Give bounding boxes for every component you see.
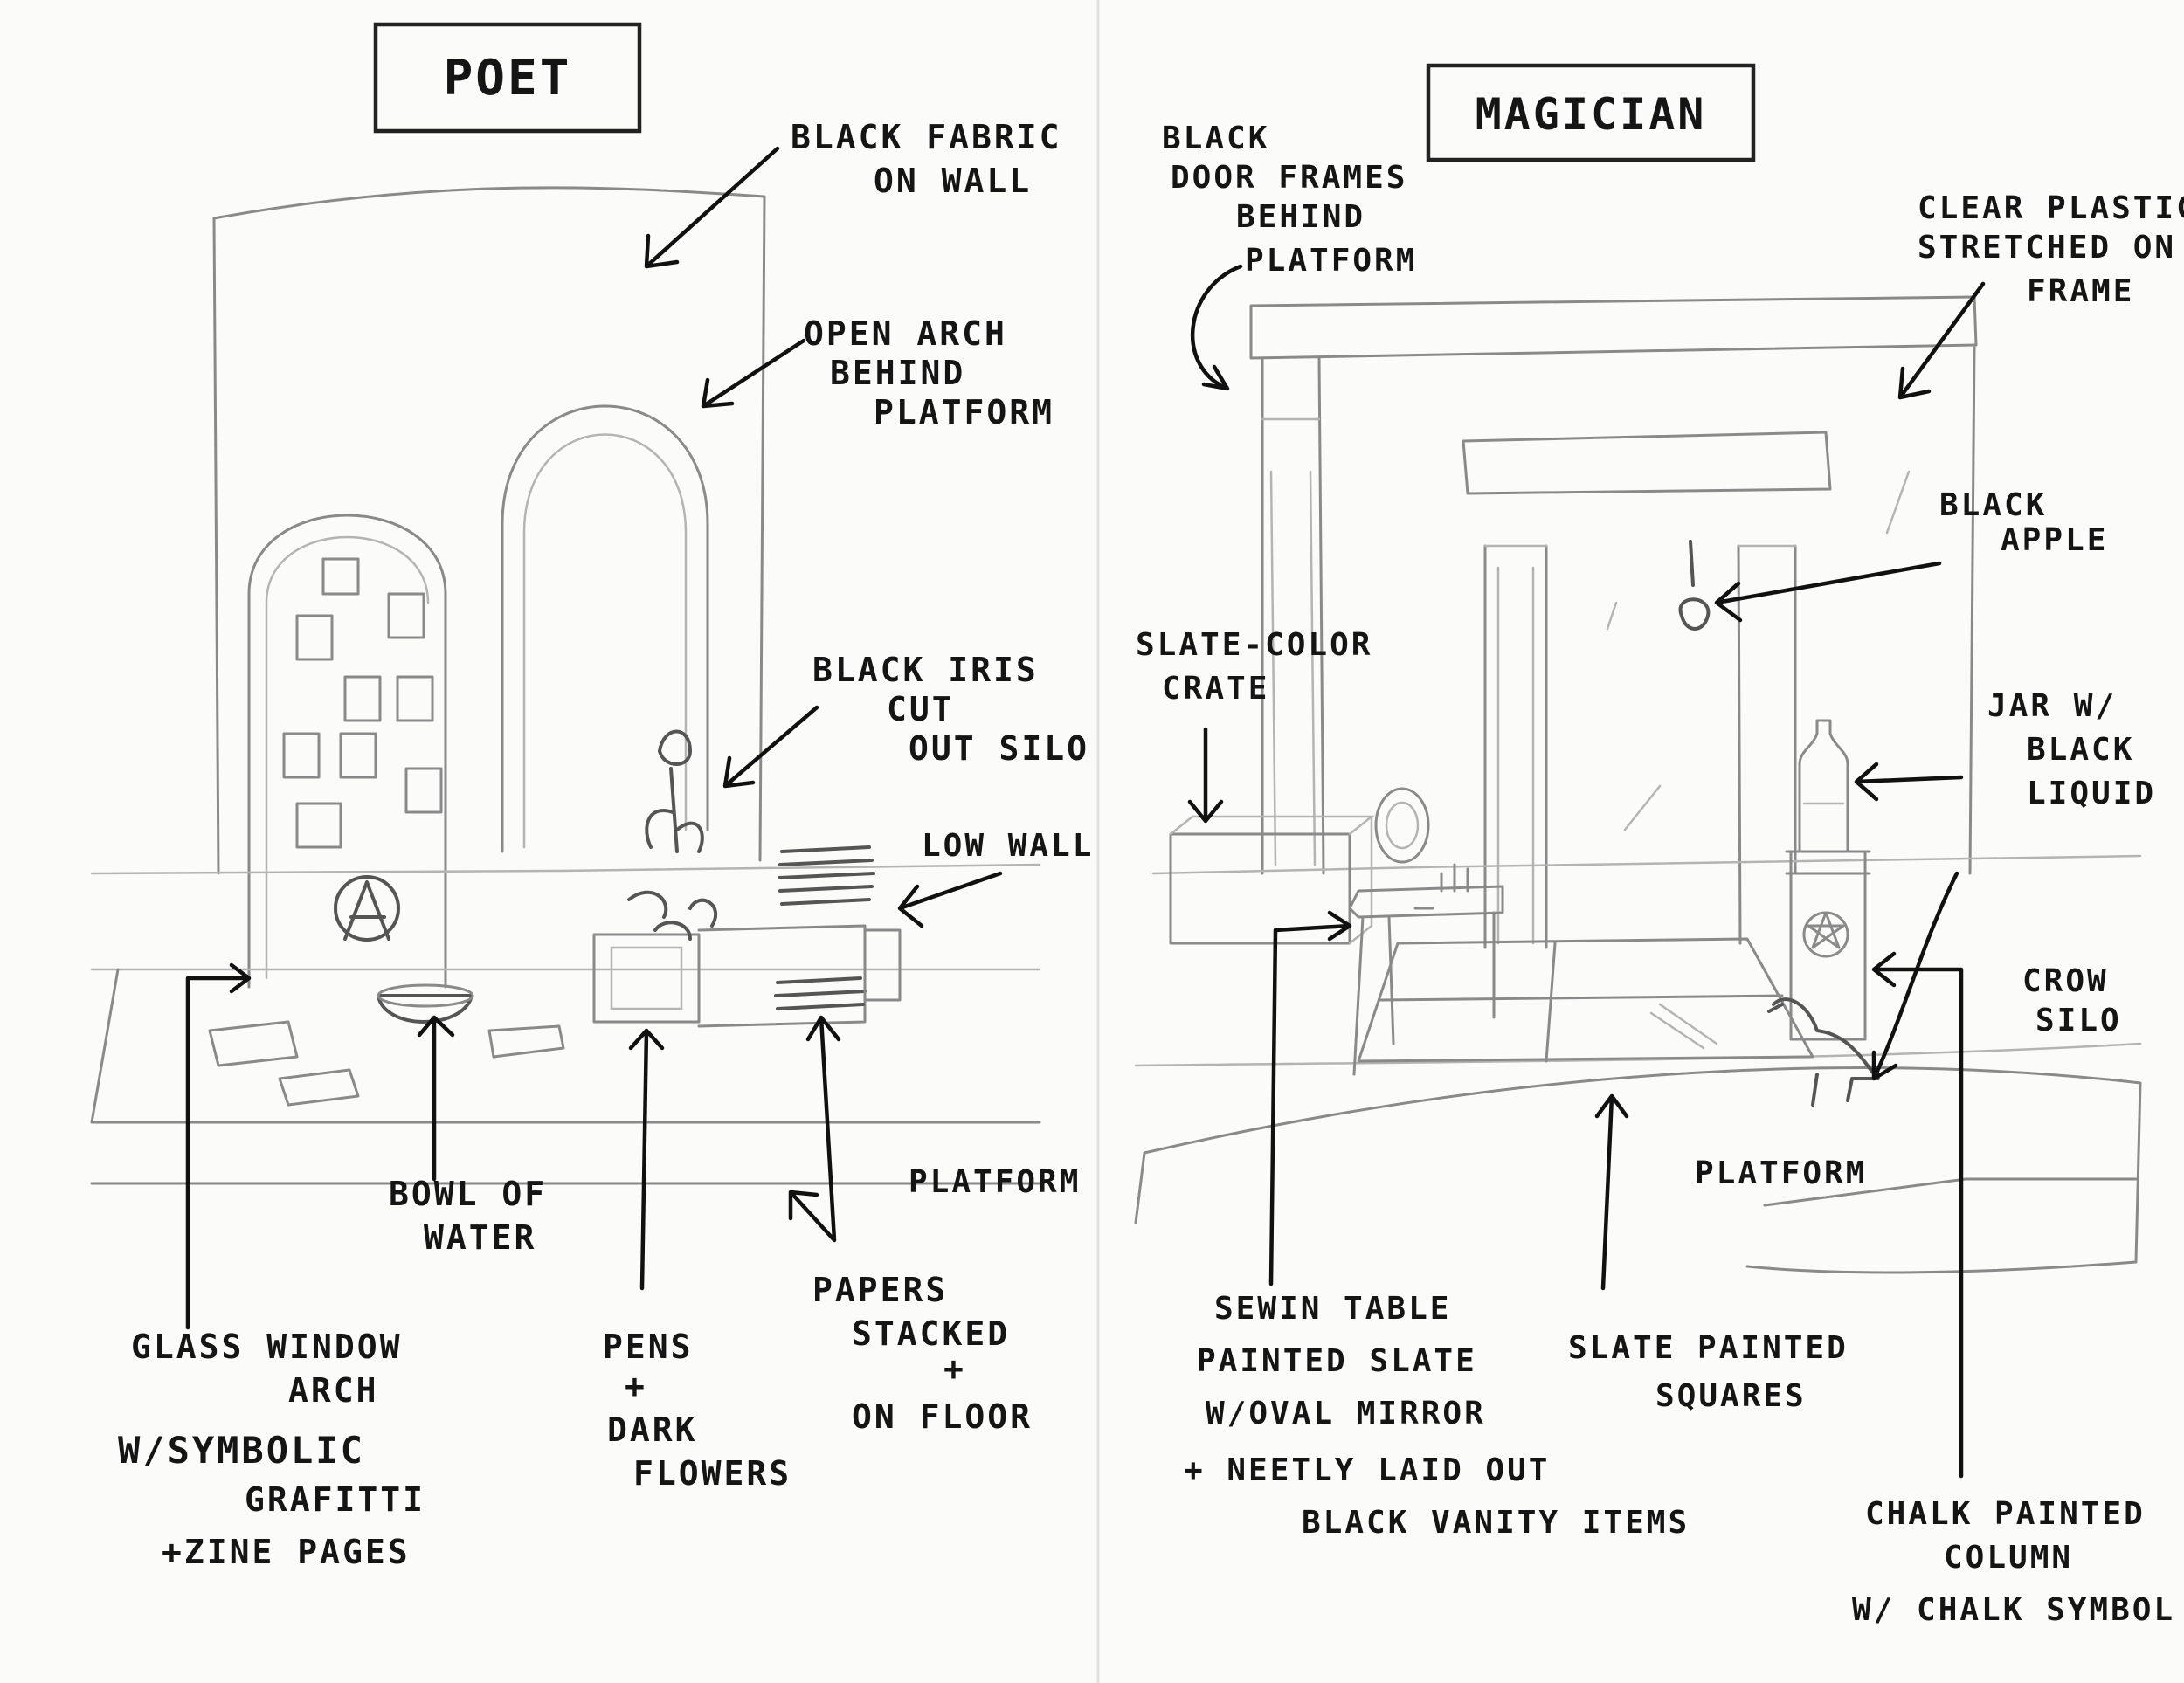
poet-crate [592, 933, 701, 1024]
poet-back-wall [212, 186, 766, 875]
magician-crow [1767, 997, 1880, 1107]
label-low-wall: LOW WALL [922, 828, 1094, 864]
magician-title: MAGICIAN [1476, 89, 1707, 140]
magician-slate-squares [1357, 937, 1814, 1063]
magician-black-apple [1678, 540, 1711, 631]
poet-low-wall [90, 863, 1041, 875]
label-open-arch: OPEN ARCH BEHIND PLATFORM [804, 314, 1054, 431]
label-slate-squares: SLATE PAINTED SQUARES [1568, 1330, 1870, 1414]
magician-sketch [1134, 295, 2142, 1274]
label-clear-plastic: CLEAR PLASTIC STRETCHED ON FRAME [1918, 190, 2184, 309]
label-door-frames: BLACK DOOR FRAMES BEHIND PLATFORM [1162, 121, 1429, 279]
magician-labels: BLACK DOOR FRAMES BEHIND PLATFORM CLEAR … [1136, 121, 2184, 1628]
label-slate-crate: SLATE-COLOR CRATE [1136, 627, 1394, 707]
poet-title-box [373, 22, 642, 134]
annotation-arrows [185, 146, 1986, 1479]
label-poet-platform: PLATFORM [909, 1164, 1081, 1200]
magician-slate-crate [1169, 832, 1351, 945]
label-bowl-of-water: BOWL OF WATER [389, 1175, 570, 1257]
label-crow-silo: CROW SILO [2022, 963, 2130, 1038]
poet-sketch [90, 186, 1041, 1185]
magician-platform [1134, 1066, 2142, 1274]
label-glass-window-arch: GLASS WINDOW ARCH W/SYMBOLIC GRAFITTI +Z… [118, 1328, 448, 1571]
poet-black-iris [645, 729, 704, 853]
poet-open-arch [501, 404, 709, 853]
poet-paper-stack [774, 845, 875, 1010]
magician-sewing-table [1348, 787, 1504, 1076]
poet-title: POET [444, 50, 572, 107]
label-magician-platform: PLATFORM [1695, 1155, 1867, 1191]
label-papers-stacked: PAPERS STACKED + ON FLOOR [812, 1271, 1033, 1436]
magician-jar [1798, 719, 1849, 853]
poet-bowl-of-water [377, 994, 473, 1024]
magician-door-frame-inner [1462, 431, 1832, 949]
label-black-apple: BLACK APPLE [1939, 487, 2108, 558]
magician-column [1785, 719, 1871, 1041]
label-chalk-column: CHALK PAINTED COLUMN W/ CHALK SYMBOL [1852, 1496, 2175, 1628]
poet-labels: BLACK FABRIC ON WALL OPEN ARCH BEHIND PL… [118, 118, 1094, 1571]
label-black-fabric: BLACK FABRIC ON WALL [791, 118, 1084, 200]
label-jar-black-liquid: JAR W/ BLACK LIQUID [1987, 688, 2156, 811]
poet-platform [90, 968, 1041, 1185]
poet-graffiti-symbol [334, 875, 400, 942]
label-sewing-table: SEWIN TABLE PAINTED SLATE W/OVAL MIRROR … [1184, 1291, 1690, 1541]
magician-title-box [1426, 63, 1756, 162]
label-pens-dark-flowers: PENS + DARK FLOWERS [603, 1328, 791, 1493]
label-black-iris: BLACK IRIS CUT OUT SILO [812, 651, 1089, 768]
magician-door-frame-outer [1249, 295, 1978, 875]
magician-chalk-symbol [1802, 911, 1849, 958]
poet-glass-window-arch [247, 514, 447, 989]
